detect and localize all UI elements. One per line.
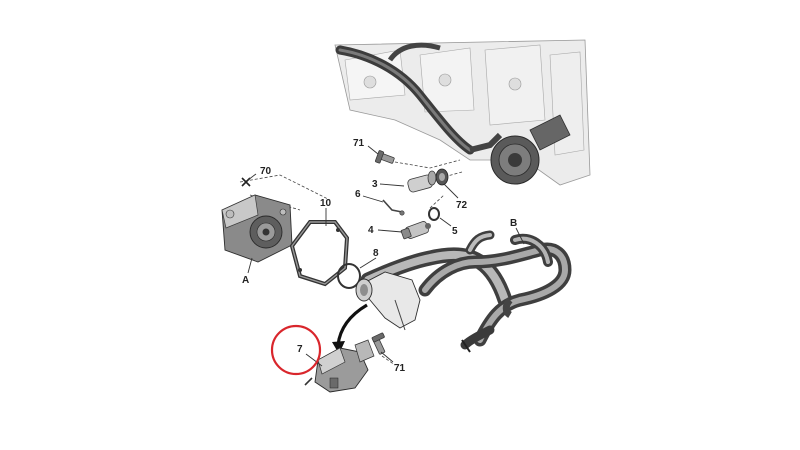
sensor-bracket-7 [304, 339, 375, 393]
callout-6: 6 [355, 189, 361, 200]
seal-72 [435, 168, 449, 186]
callout-71-top: 71 [353, 138, 365, 149]
wiring-harness [335, 42, 503, 155]
callout-A: A [242, 275, 249, 286]
callout-3: 3 [372, 179, 378, 190]
callout-8: 8 [373, 248, 379, 259]
oring-5 [428, 207, 440, 221]
leader-lines [247, 145, 525, 367]
callout-B: B [510, 218, 517, 229]
callout-71-bottom: 71 [394, 363, 406, 374]
callout-5: 5 [452, 226, 458, 237]
sleeve-3 [407, 170, 437, 193]
gasket-10 [289, 220, 350, 287]
sensor-4 [400, 221, 431, 240]
bolt-71-bottom [371, 332, 386, 355]
callout-10: 10 [320, 198, 332, 209]
outlet-housing [355, 271, 421, 331]
water-pump-A [221, 194, 293, 263]
assembly-arrow [332, 303, 368, 354]
highlight-circle [270, 324, 322, 376]
engine-pump-gear [490, 114, 571, 185]
clip-6 [382, 199, 405, 216]
callout-labels: 71 70 3 6 72 10 B 8 4 5 A 7 71 [242, 138, 517, 374]
oring-8 [337, 263, 361, 289]
bolt-71-top [375, 150, 395, 164]
callout-7: 7 [297, 344, 303, 355]
coolant-pipe-B [360, 230, 572, 353]
callout-72: 72 [456, 200, 468, 211]
callout-70: 70 [260, 166, 272, 177]
callout-4: 4 [368, 225, 374, 236]
